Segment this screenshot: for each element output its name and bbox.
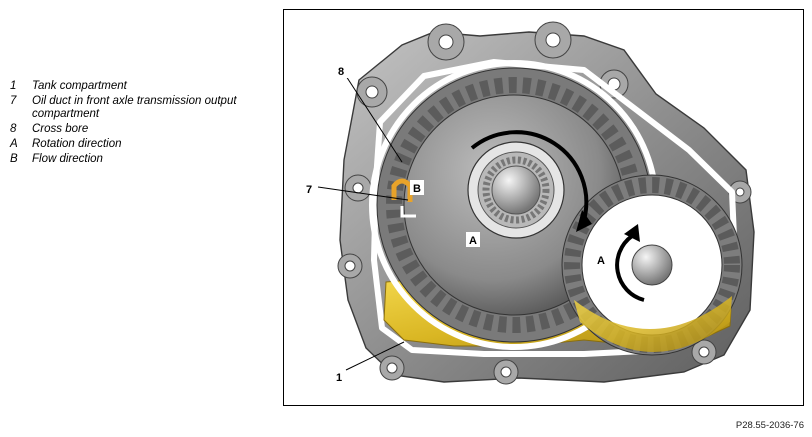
figure-frame: 8 7 1 B A A xyxy=(283,9,804,406)
legend-text: Flow direction xyxy=(32,153,103,165)
legend-item-b: B Flow direction xyxy=(10,153,260,166)
callout-a-small: A xyxy=(597,255,605,267)
callout-a-large: A xyxy=(469,235,477,247)
legend: 1 Tank compartment 7 Oil duct in front a… xyxy=(10,80,260,168)
reference-code: P28.55-2036-76 xyxy=(735,420,804,431)
rotation-arrow-small xyxy=(615,234,645,302)
legend-item-7: 7 Oil duct in front axle transmission ou… xyxy=(10,95,260,121)
legend-text: Cross bore xyxy=(32,123,89,135)
legend-text: Tank compartment xyxy=(32,80,127,92)
transmission-illustration: 8 7 1 B A A xyxy=(302,21,755,385)
callout-8: 8 xyxy=(338,66,344,78)
legend-text: Oil duct in front axle transmission outp… xyxy=(32,95,237,120)
legend-key: 1 xyxy=(10,80,17,92)
callout-1: 1 xyxy=(336,372,342,384)
legend-item-a: A Rotation direction xyxy=(10,138,260,151)
legend-key: A xyxy=(10,138,18,150)
legend-text: Rotation direction xyxy=(32,138,122,150)
legend-key: 7 xyxy=(10,95,17,107)
legend-key: 8 xyxy=(10,123,17,135)
callout-b: B xyxy=(413,183,421,195)
rotation-arrow-large xyxy=(470,130,589,221)
oil-duct xyxy=(391,178,413,202)
legend-item-8: 8 Cross bore xyxy=(10,123,260,136)
legend-key: B xyxy=(10,153,18,165)
legend-item-1: 1 Tank compartment xyxy=(10,80,260,93)
callout-7: 7 xyxy=(306,184,312,196)
